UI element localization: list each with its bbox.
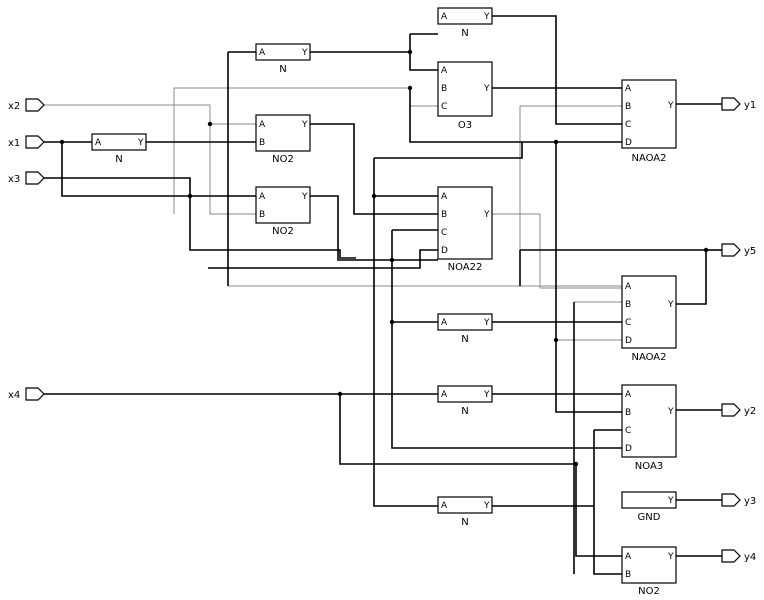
gate-label: N — [115, 154, 122, 165]
output-port-y1[interactable]: y1 — [721, 97, 756, 111]
pin-b: B — [625, 102, 631, 112]
pin-a: A — [625, 84, 632, 94]
gate-n-low[interactable]: A Y N — [437, 496, 493, 528]
pin-y: Y — [667, 552, 674, 562]
gate-n-mid1[interactable]: A Y N — [437, 313, 493, 345]
gate-label: N — [461, 517, 468, 528]
output-port-y2[interactable]: y2 — [721, 403, 756, 417]
gate-label: N — [461, 334, 468, 345]
port-label-x3: x3 — [8, 174, 20, 185]
pin-a: A — [441, 390, 448, 400]
pin-y: Y — [483, 318, 490, 328]
gate-label: NO2 — [272, 154, 294, 165]
pin-c: C — [625, 426, 631, 436]
output-port-y3[interactable]: y3 — [721, 493, 756, 507]
gate-label: NOA3 — [635, 461, 663, 472]
gate-naoa2-mid[interactable]: A B C D Y NAOA2 — [621, 275, 677, 363]
gate-label: O3 — [458, 120, 472, 131]
port-label-y4: y4 — [744, 552, 756, 563]
input-port-x3[interactable]: x3 — [8, 171, 45, 185]
port-label-x4: x4 — [8, 390, 20, 401]
port-label-x2: x2 — [8, 101, 20, 112]
gate-label: NAOA2 — [631, 352, 666, 363]
gate-noa22[interactable]: A B C D Y NOA22 — [437, 186, 493, 273]
pin-a: A — [259, 192, 266, 202]
pin-a: A — [441, 501, 448, 511]
pin-a: A — [441, 192, 448, 202]
output-port-y4[interactable]: y4 — [721, 549, 756, 563]
pin-y: Y — [301, 48, 308, 58]
input-port-x4[interactable]: x4 — [8, 387, 45, 401]
pin-b: B — [625, 408, 631, 418]
pin-a: A — [259, 120, 266, 130]
gate-label: GND — [638, 512, 661, 523]
port-label-x1: x1 — [8, 138, 20, 149]
input-port-x2[interactable]: x2 — [8, 98, 45, 112]
gate-noa3[interactable]: A B C D Y NOA3 — [621, 384, 677, 472]
pin-y: Y — [483, 390, 490, 400]
pin-d: D — [441, 246, 448, 256]
pin-a: A — [95, 138, 102, 148]
pin-c: C — [441, 228, 447, 238]
port-label-y1: y1 — [744, 100, 756, 111]
pin-a: A — [441, 318, 448, 328]
gate-label: N — [279, 64, 286, 75]
gate-o3[interactable]: A B C Y O3 — [437, 61, 493, 131]
gate-n-top[interactable]: A Y N — [437, 7, 493, 39]
pin-d: D — [625, 444, 632, 454]
gate-naoa2-top[interactable]: A B C D Y NAOA2 — [621, 79, 677, 164]
pin-a: A — [625, 552, 632, 562]
pin-d: D — [625, 336, 632, 346]
pin-y: Y — [301, 120, 308, 130]
pin-b: B — [441, 210, 447, 220]
port-label-y3: y3 — [744, 496, 756, 507]
pin-d: D — [625, 138, 632, 148]
gate-label: N — [461, 406, 468, 417]
gate-n-mid2[interactable]: A Y N — [437, 385, 493, 417]
gate-no2-mid[interactable]: A B Y NO2 — [255, 186, 311, 237]
port-label-y2: y2 — [744, 406, 756, 417]
gate-n-x1[interactable]: A Y N — [91, 133, 147, 165]
pin-y: Y — [667, 407, 674, 417]
gate-no2-top[interactable]: A B Y NO2 — [255, 114, 311, 165]
pin-b: B — [441, 84, 447, 94]
gate-label: N — [461, 28, 468, 39]
pin-c: C — [441, 102, 447, 112]
pin-a: A — [625, 390, 632, 400]
pin-y: Y — [667, 300, 674, 310]
gate-n-upper[interactable]: A Y N — [255, 43, 311, 75]
pin-b: B — [625, 300, 631, 310]
pin-b: B — [259, 138, 265, 148]
pin-a: A — [259, 48, 266, 58]
pin-y: Y — [483, 84, 490, 94]
pin-y: Y — [483, 501, 490, 511]
gate-label: NO2 — [272, 226, 294, 237]
pin-c: C — [625, 318, 631, 328]
gate-gnd[interactable]: Y GND — [621, 491, 677, 523]
input-port-x1[interactable]: x1 — [8, 135, 45, 149]
pin-y: Y — [667, 101, 674, 111]
pin-a: A — [441, 12, 448, 22]
pin-y: Y — [483, 12, 490, 22]
pin-a: A — [625, 282, 632, 292]
pin-b: B — [259, 210, 265, 220]
pin-y: Y — [667, 496, 674, 506]
pin-a: A — [441, 66, 448, 76]
gate-label: NO2 — [638, 586, 660, 597]
pin-y: Y — [483, 210, 490, 220]
gate-label: NAOA2 — [631, 153, 666, 164]
junctions — [59, 49, 709, 467]
port-label-y5: y5 — [744, 246, 756, 257]
pin-y: Y — [301, 192, 308, 202]
pin-b: B — [625, 570, 631, 580]
output-port-y5[interactable]: y5 — [721, 243, 756, 257]
pin-y: Y — [137, 138, 144, 148]
thick-nets — [44, 15, 722, 575]
pin-c: C — [625, 120, 631, 130]
gate-no2-bottom[interactable]: A B Y NO2 — [621, 546, 677, 597]
gate-label: NOA22 — [448, 262, 483, 273]
